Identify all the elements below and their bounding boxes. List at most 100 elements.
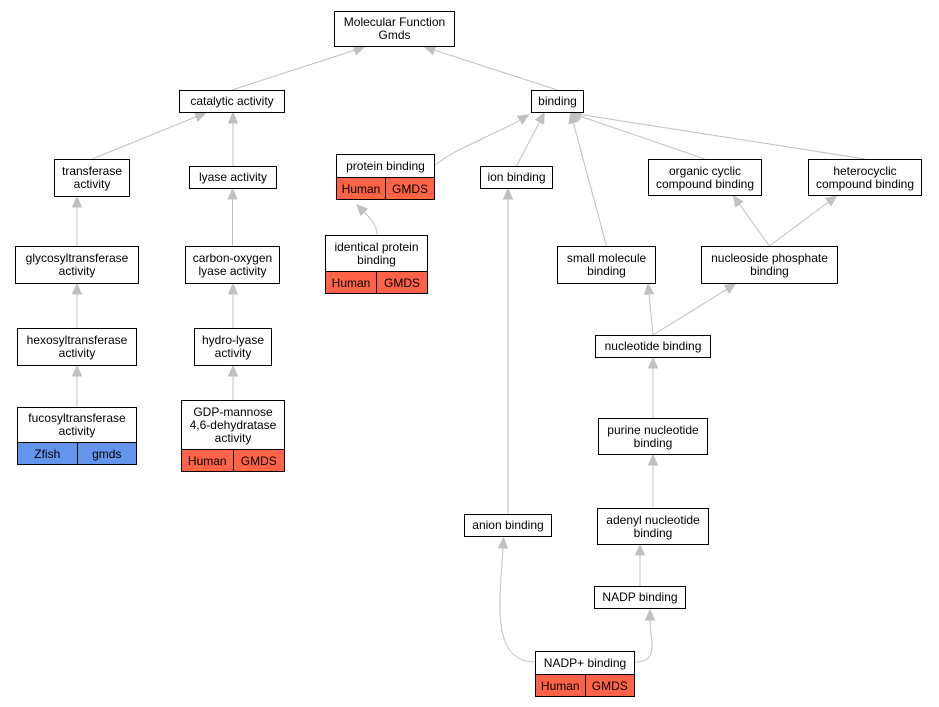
edge-nucleoside-phosphate-binding-to-heterocyclic-compound-binding [769,195,838,247]
gene-tag: GMDS [232,450,284,471]
edge-hydro-lyase-activity-to-carbon-oxygen-lyase-activity [227,282,239,328]
arrowhead-icon [227,187,238,200]
node-label-line: compound binding [655,176,755,191]
edge-line [572,122,607,247]
node-label: protein binding [337,155,434,177]
edge-nadp-plus-binding-to-nadp-binding [634,608,656,663]
node-label-line: binding [538,94,577,108]
node-label-line: activity [58,264,96,278]
node-label-line: binding [587,264,626,278]
node-label: NADP+ binding [536,652,634,674]
arrowhead-icon [568,111,579,125]
edge-line [738,203,770,247]
node-label-line: lyase activity [198,264,267,278]
node-label-line: protein binding [346,158,425,173]
edge-lyase-activity-to-catalytic-activity [227,111,239,166]
edge-line [648,293,654,336]
edge-ion-binding-to-binding [516,111,545,167]
node-label-line: binding [357,252,396,267]
edge-line [499,547,536,663]
arrowhead-icon [723,283,737,295]
node-label-line: activity [58,424,96,438]
arrowhead-icon [227,111,239,124]
node-label-line: nucleoside phosphate [711,251,828,265]
edge-line [634,619,653,663]
edge-nucleotide-binding-to-small-molecule-binding [643,282,655,336]
node-label-line: activity [58,346,96,360]
arrowhead-icon [647,453,659,466]
node-label-line: identical protein [334,239,419,254]
arrowhead-icon [71,282,83,295]
gene-tag: GMDS [385,178,434,199]
node-label: NADP binding [595,587,685,608]
arrowhead-icon [643,282,655,295]
node-label-line: 4,6-dehydratase [189,417,277,432]
arrowhead-icon [634,543,646,556]
node-lyase-activity[interactable]: lyase activity [189,166,277,189]
edge-line [231,49,355,91]
node-label-line: activity [73,177,111,191]
node-anion-binding[interactable]: anion binding [464,514,552,537]
node-label-line: binding [633,525,673,540]
arrowhead-icon [71,364,83,377]
node-catalytic-activity[interactable]: catalytic activity [179,90,285,113]
node-nucleotide-binding[interactable]: nucleotide binding [595,335,711,358]
arrowhead-icon [423,45,437,56]
node-label-line: binding [750,264,789,278]
arrowhead-icon [516,114,530,125]
node-label-line: hexosyltransferase [26,333,128,347]
arrowhead-icon [644,608,656,621]
edge-line [652,288,728,336]
node-label-line: purine nucleotide [607,422,699,437]
arrowhead-icon [732,195,744,208]
node-label-line: activity [214,430,252,445]
node-label-line: heterocyclic [833,163,897,178]
node-label-line: NADP binding [602,590,678,604]
node-nadp-binding[interactable]: NADP binding [594,586,686,609]
species-tag: Human [337,178,385,199]
edge-nucleoside-phosphate-binding-to-organic-cyclic-compound-binding [732,195,770,247]
arrowhead-icon [227,364,239,377]
arrowhead-icon [824,195,838,207]
edge-adenyl-nucleotide-binding-to-purine-nucleotide-binding [647,453,659,508]
edge-line [434,119,521,166]
node-binding[interactable]: binding [531,90,584,113]
node-ion-binding[interactable]: ion binding [480,166,553,189]
edge-binding-to-molecular-function [423,45,558,91]
gene-tag: GMDS [584,675,634,696]
node-label-line: glycosyltransferase [25,251,129,265]
gene-tag: gmds [76,443,136,464]
edge-identical-protein-binding-to-protein-binding [356,204,378,236]
edge-protein-binding-to-binding [434,114,530,166]
arrowhead-icon [534,111,545,125]
species-tag: Human [536,675,585,696]
arrowhead-icon [71,195,83,208]
edge-nadp-binding-to-adenyl-nucleotide-binding [634,543,646,586]
